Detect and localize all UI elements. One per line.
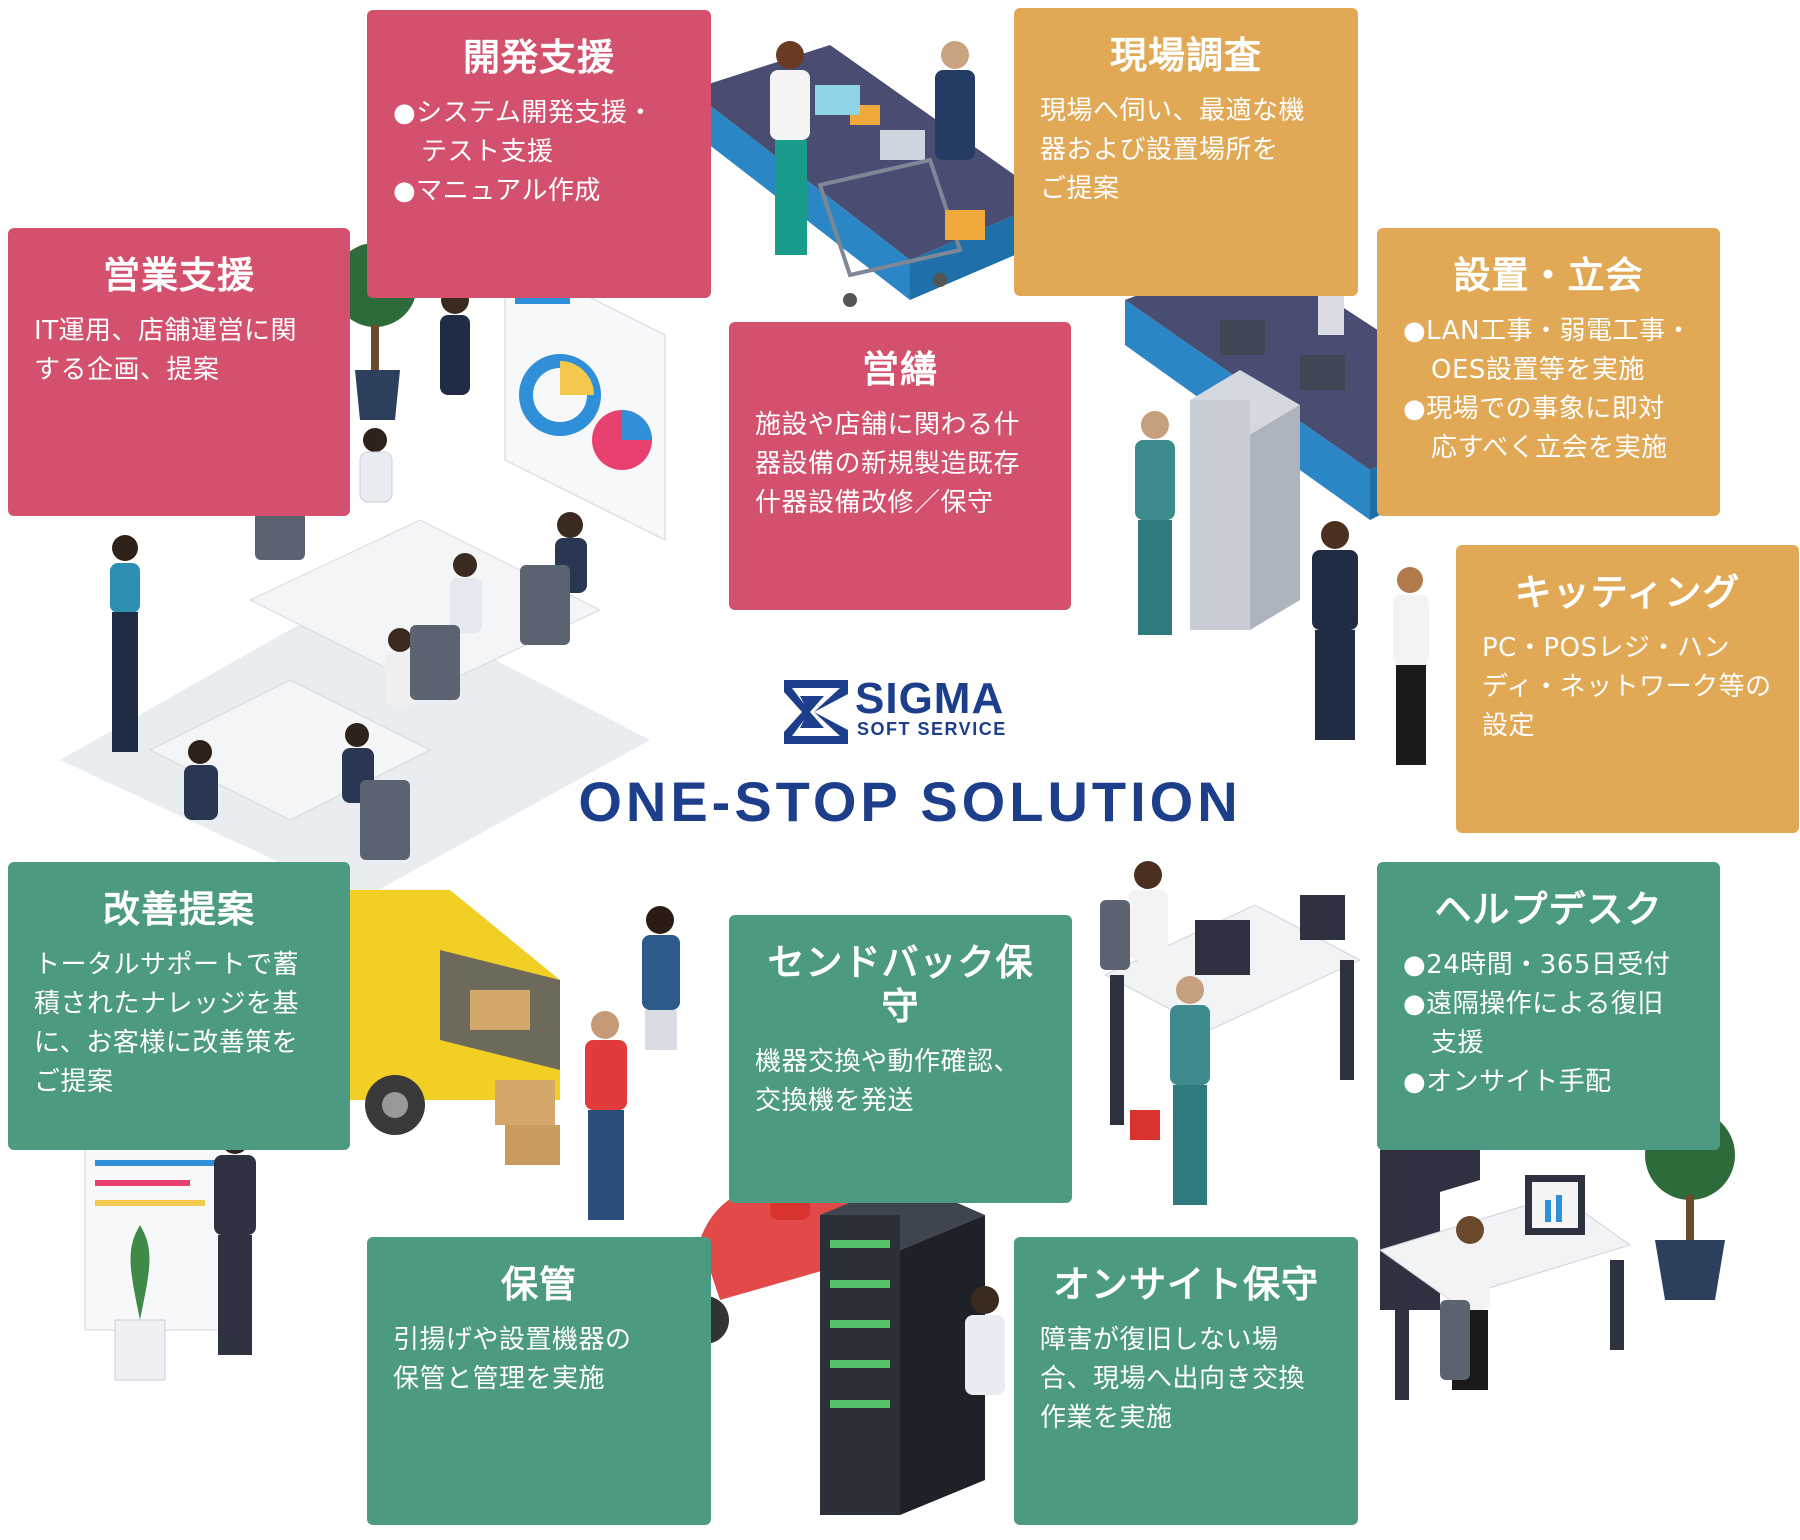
box-title: ヘルプデスク	[1434, 888, 1663, 931]
box-line: ●24時間・365日受付	[1403, 950, 1671, 980]
box-line: ●遠隔操作による復旧	[1403, 989, 1664, 1019]
box-eizen: 営繕 施設や店舗に関わる什 器設備の新規製造既存 什器設備改修／保守	[729, 322, 1071, 610]
box-body: 現場へ伺い、最適な機 器および設置場所を ご提案	[1040, 92, 1332, 209]
help-desk-illustration	[1378, 1110, 1735, 1400]
box-title: キッティング	[1514, 571, 1741, 614]
box-line: ●現場での事象に即対	[1403, 394, 1665, 424]
box-body: トータルサポートで蓄 積されたナレッジを基 に、お客様に改善策を ご提案	[34, 946, 324, 1102]
box-body: ●24時間・365日受付 ●遠隔操作による復旧 支援 ●オンサイト手配	[1403, 946, 1694, 1102]
box-line: 合、現場へ出向き交換	[1040, 1364, 1306, 1394]
box-kaihatsu: 開発支援 ●システム開発支援・ テスト支援 ●マニュアル作成	[367, 10, 711, 298]
box-line: 器および設置場所を	[1040, 135, 1279, 165]
retail-counter-illustration	[690, 41, 1050, 307]
box-body: ●LAN工事・弱電工事・ OES設置等を実施 ●現場での事象に即対 応すべく立会…	[1403, 312, 1694, 468]
box-title: 改善提案	[103, 888, 255, 931]
box-title: 保管	[501, 1263, 577, 1306]
box-kitting: キッティング PC・POSレジ・ハン ディ・ネットワーク等の 設定	[1456, 545, 1799, 833]
box-line: 機器交換や動作確認、	[755, 1047, 1021, 1077]
box-line: 施設や店舗に関わる什	[755, 410, 1021, 440]
box-kaizen: 改善提案 トータルサポートで蓄 積されたナレッジを基 に、お客様に改善策を ご提…	[8, 862, 350, 1150]
box-body: 障害が復旧しない場 合、現場へ出向き交換 作業を実施	[1040, 1321, 1332, 1438]
box-line: ご提案	[34, 1067, 114, 1097]
logo-subtitle: SOFT SERVICE	[857, 719, 1007, 739]
box-title: 現場調査	[1110, 34, 1262, 77]
box-title: オンサイト保守	[1053, 1263, 1319, 1306]
box-body: 施設や店舗に関わる什 器設備の新規製造既存 什器設備改修／保守	[755, 406, 1045, 523]
box-line: に、お客様に改善策を	[34, 1028, 299, 1058]
box-line: 現場へ伺い、最適な機	[1040, 96, 1306, 126]
box-line: ●システム開発支援・	[393, 98, 654, 128]
box-line: OES設置等を実施	[1431, 355, 1645, 385]
box-body: PC・POSレジ・ハン ディ・ネットワーク等の 設定	[1482, 629, 1773, 746]
box-line: PC・POSレジ・ハン	[1482, 633, 1730, 663]
box-setchi: 設置・立会 ●LAN工事・弱電工事・ OES設置等を実施 ●現場での事象に即対 …	[1377, 228, 1720, 516]
box-body: ●システム開発支援・ テスト支援 ●マニュアル作成	[393, 94, 685, 211]
box-line: ●マニュアル作成	[393, 176, 601, 206]
box-title: 営業支援	[103, 254, 255, 297]
analyst-illustration	[84, 1124, 256, 1381]
office-desk-illustration	[1100, 861, 1362, 1205]
box-line: 器設備の新規製造既存	[755, 449, 1021, 479]
box-line: 支援	[1431, 1028, 1485, 1058]
box-body: IT運用、店舗運営に関 する企画、提案	[34, 312, 324, 390]
box-helpdesk: ヘルプデスク ●24時間・365日受付 ●遠隔操作による復旧 支援 ●オンサイト…	[1377, 862, 1720, 1150]
box-title: センドバック保守	[767, 941, 1034, 1028]
delivery-van-illustration	[345, 890, 680, 1220]
box-line: 積されたナレッジを基	[34, 989, 300, 1019]
box-line: 保管と管理を実施	[393, 1364, 606, 1394]
box-sendback: センドバック保守 機器交換や動作確認、 交換機を発送	[729, 915, 1072, 1203]
box-onsite: オンサイト保守 障害が復旧しない場 合、現場へ出向き交換 作業を実施	[1014, 1237, 1358, 1525]
box-line: 什器設備改修／保守	[755, 488, 994, 518]
box-line: ディ・ネットワーク等の	[1482, 672, 1772, 702]
sigma-logo-icon	[784, 680, 848, 744]
box-line: 引揚げや設置機器の	[393, 1325, 632, 1355]
box-line: IT運用、店舗運営に関	[34, 316, 298, 346]
box-title: 設置・立会	[1453, 254, 1644, 297]
box-genba: 現場調査 現場へ伺い、最適な機 器および設置場所を ご提案	[1014, 8, 1358, 296]
box-title: 開発支援	[463, 36, 615, 79]
box-line: ご提案	[1040, 174, 1120, 204]
box-line: ●オンサイト手配	[1403, 1067, 1612, 1097]
box-line: トータルサポートで蓄	[34, 950, 300, 980]
register-station-illustration	[1125, 146, 1500, 765]
box-line: 作業を実施	[1040, 1403, 1173, 1433]
box-line: 障害が復旧しない場	[1040, 1325, 1279, 1355]
box-line: 設定	[1482, 711, 1536, 741]
box-title: 営繕	[862, 348, 938, 391]
box-line: 交換機を発送	[755, 1086, 915, 1116]
headline: ONE-STOP SOLUTION	[578, 770, 1242, 833]
box-line: ●LAN工事・弱電工事・	[1403, 316, 1693, 346]
box-body: 機器交換や動作確認、 交換機を発送	[755, 1043, 1046, 1121]
logo-name: SIGMA	[855, 674, 1005, 723]
box-line: する企画、提案	[34, 355, 220, 385]
box-line: 応すべく立会を実施	[1431, 433, 1668, 463]
box-eigyo: 営業支援 IT運用、店舗運営に関 する企画、提案	[8, 228, 350, 516]
box-hokan: 保管 引揚げや設置機器の 保管と管理を実施	[367, 1237, 711, 1525]
box-line: テスト支援	[421, 137, 554, 167]
box-body: 引揚げや設置機器の 保管と管理を実施	[393, 1321, 685, 1399]
